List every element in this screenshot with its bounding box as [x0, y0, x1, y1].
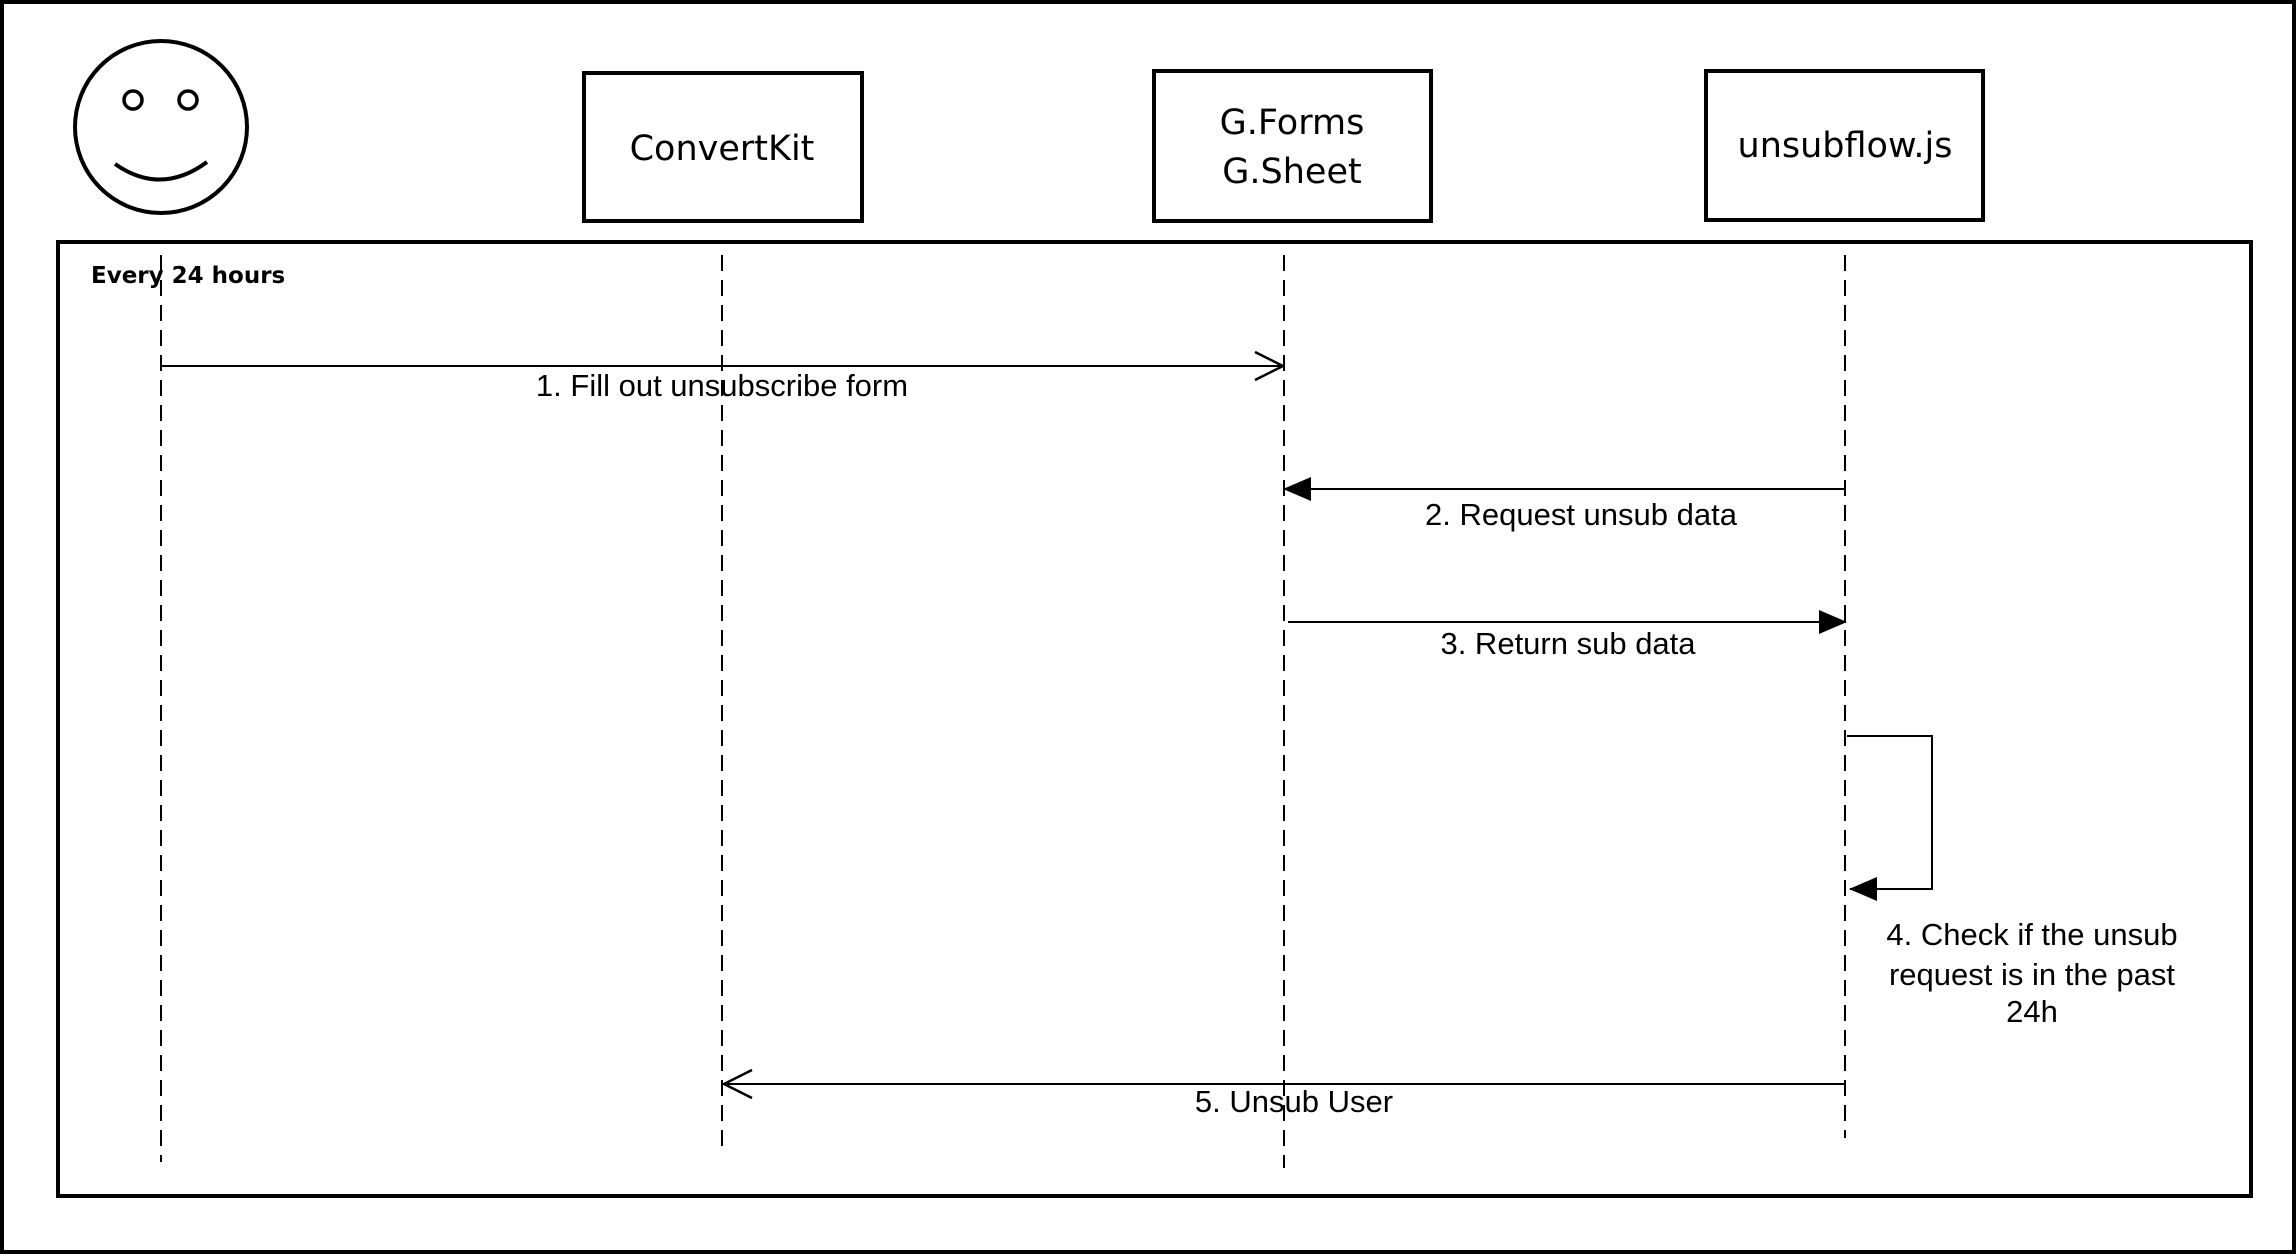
message-4: 4. Check if the unsub request is in the …: [1847, 735, 2178, 1029]
participant-unsubflow: unsubflow.js: [1704, 69, 1985, 222]
participant-label: unsubflow.js: [1738, 126, 1953, 166]
message-5-label: 5. Unsub User: [1195, 1084, 1393, 1119]
message-2-label: 2. Request unsub data: [1425, 497, 1738, 532]
message-3-label: 3. Return sub data: [1440, 626, 1696, 661]
message-4-label-line-3: 24h: [2006, 994, 2058, 1029]
message-1-label: 1. Fill out unsubscribe form: [536, 368, 908, 403]
message-4-label-line-2: request is in the past: [1889, 957, 2175, 992]
participant-convertkit: ConvertKit: [582, 71, 864, 223]
smiley-actor-icon: [73, 39, 249, 215]
message-4-arrow: [1847, 735, 1933, 901]
message-4-label-line-1: 4. Check if the unsub: [1886, 917, 2177, 952]
loop-frame-label: Every 24 hours: [91, 263, 285, 289]
participant-label-line-1: G.Forms: [1220, 103, 1365, 143]
message-2: 2. Request unsub data: [1283, 477, 1845, 532]
participant-label: ConvertKit: [630, 129, 815, 169]
participant-gforms-gsheet: G.Forms G.Sheet: [1152, 69, 1433, 223]
loop-frame: Every 24 hours: [56, 240, 2253, 1198]
participant-label-line-2: G.Sheet: [1222, 152, 1361, 192]
message-5: 5. Unsub User: [724, 1084, 1845, 1119]
message-3: 3. Return sub data: [1288, 610, 1847, 661]
message-1: 1. Fill out unsubscribe form: [161, 366, 1283, 403]
